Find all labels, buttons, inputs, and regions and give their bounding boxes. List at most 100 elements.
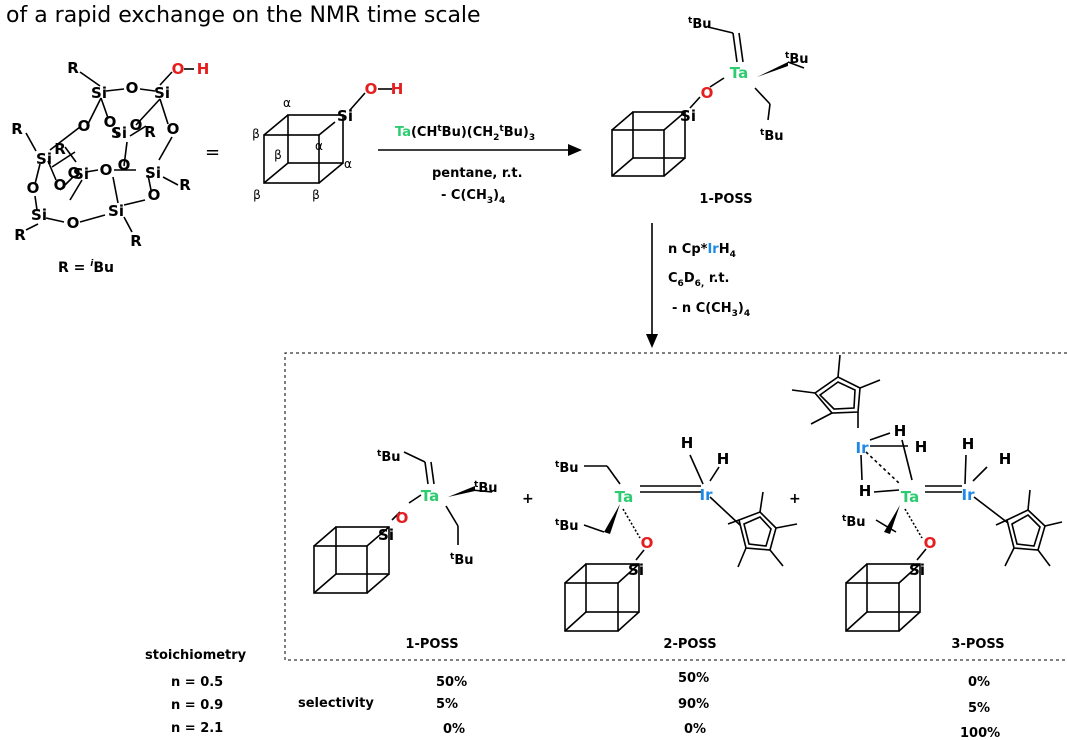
compound-label-3poss: 3-POSS	[951, 637, 1004, 652]
atom-si: Si	[154, 84, 170, 102]
atom-o: O	[148, 186, 161, 204]
atom-o: O	[365, 80, 378, 98]
hash-bond	[757, 62, 788, 77]
wedge-bond	[604, 504, 620, 534]
atom-r: R	[11, 120, 23, 138]
atom-si: Si	[91, 84, 107, 102]
atom-h: H	[859, 482, 872, 500]
atom-r: R	[14, 226, 26, 244]
step1-reagent: Ta(CHtBu)(CH2tBu)3	[395, 124, 535, 143]
atom-o: O	[167, 120, 180, 138]
atom-r: R	[67, 59, 79, 77]
stoich-value: n = 2.1	[171, 721, 223, 736]
table-row: n = 2.1 0% 0% 100%	[171, 721, 1000, 740]
selectivity-value: 50%	[436, 675, 467, 690]
stoichiometry-label: stoichiometry	[145, 648, 247, 663]
beta-label: β	[274, 148, 282, 162]
stoich-value: n = 0.5	[171, 675, 223, 690]
atom-ir: Ir	[962, 486, 976, 504]
tbu-label: tBu	[785, 51, 808, 67]
hash-bond	[448, 486, 475, 497]
atom-si: Si	[909, 561, 925, 579]
atom-o: O	[68, 164, 81, 182]
selectivity-value: 50%	[678, 671, 709, 686]
atom-o: O	[100, 161, 113, 179]
atom-o: O	[104, 113, 117, 131]
atom-r: R	[179, 176, 191, 194]
cube-labels: Si O H	[337, 80, 403, 125]
atom-r: R	[130, 232, 142, 250]
alpha-label: α	[315, 139, 323, 153]
atom-si: Si	[36, 150, 52, 168]
tbu-label: tBu	[474, 480, 497, 496]
tbu-label: tBu	[555, 518, 578, 534]
product-2poss: Ta Ir O Si H H tBu tBu	[555, 434, 798, 632]
atom-h: H	[681, 434, 694, 452]
table-row: n = 0.9 5% 90% 5%	[171, 697, 990, 716]
plus-sign: +	[789, 491, 801, 507]
stoich-value: n = 0.9	[171, 698, 223, 713]
atom-h: H	[962, 435, 975, 453]
cube-greek: α α α β β β β	[252, 96, 352, 202]
atom-o: O	[924, 534, 937, 552]
beta-label: β	[252, 127, 260, 141]
compound-label-1poss-top: 1-POSS	[699, 192, 752, 207]
tbu-label: tBu	[760, 128, 783, 144]
products-box	[284, 352, 1067, 661]
atom-ta: Ta	[615, 488, 633, 506]
selectivity-value: 5%	[436, 697, 458, 712]
step2-arrowhead	[646, 334, 658, 348]
poss-atoms: Si Si Si Si Si Si Si Si O O O O O O O O …	[11, 59, 209, 250]
poss-cage	[25, 68, 194, 233]
step2-byproduct: - n C(CH3)4	[672, 301, 750, 319]
atom-si: Si	[111, 124, 127, 142]
atom-h: H	[717, 450, 730, 468]
beta-label: β	[253, 188, 261, 202]
alpha-label: α	[344, 157, 352, 171]
atom-si: Si	[108, 202, 124, 220]
atom-r: R	[144, 123, 156, 141]
atom-o: O	[118, 156, 131, 174]
selectivity-value: 90%	[678, 697, 709, 712]
product-1poss: Ta O Si tBu tBu tBu	[313, 449, 497, 594]
tbu-label: tBu	[450, 552, 473, 568]
atom-ta: Ta	[421, 487, 439, 505]
atom-o: O	[130, 116, 143, 134]
product-1poss-top: Ta O Si tBu tBu tBu	[611, 16, 808, 177]
atom-ir: Ir	[856, 439, 870, 457]
atom-h: H	[894, 422, 907, 440]
selectivity-value: 0%	[968, 675, 990, 690]
plus-sign: +	[522, 491, 534, 507]
atom-si: Si	[628, 561, 644, 579]
tbu-label: tBu	[377, 449, 400, 465]
atom-o: O	[126, 79, 139, 97]
beta-label: β	[312, 188, 320, 202]
atom-si: Si	[73, 165, 89, 183]
step1-byproduct: - C(CH3)4	[441, 188, 505, 206]
step1-arrowhead	[568, 144, 582, 156]
selectivity-label: selectivity	[298, 696, 374, 711]
compound-label-1poss: 1-POSS	[405, 637, 458, 652]
tbu-label: tBu	[842, 514, 865, 530]
atom-o: O	[396, 509, 409, 527]
atom-h: H	[999, 450, 1012, 468]
atom-si: Si	[337, 107, 353, 125]
atom-o: O	[54, 176, 67, 194]
compound-label-2poss: 2-POSS	[663, 637, 716, 652]
atom-ta: Ta	[901, 488, 919, 506]
atom-si: Si	[145, 164, 161, 182]
step1-solvent: pentane, r.t.	[432, 166, 523, 181]
atom-o: O	[701, 84, 714, 102]
atom-o: O	[641, 534, 654, 552]
atom-o: O	[67, 214, 80, 232]
wedge-bond	[884, 505, 900, 534]
atom-r: R	[54, 140, 66, 158]
tbu-label: tBu	[688, 16, 711, 32]
atom-ta: Ta	[730, 64, 748, 82]
step2-reagent: n Cp*IrH4	[668, 242, 736, 260]
product-3poss: Ta Ir Ir O Si H H H H H tBu	[791, 354, 1063, 632]
atom-si: Si	[31, 206, 47, 224]
cube-simplified	[263, 88, 392, 184]
selectivity-value: 0%	[443, 722, 465, 737]
